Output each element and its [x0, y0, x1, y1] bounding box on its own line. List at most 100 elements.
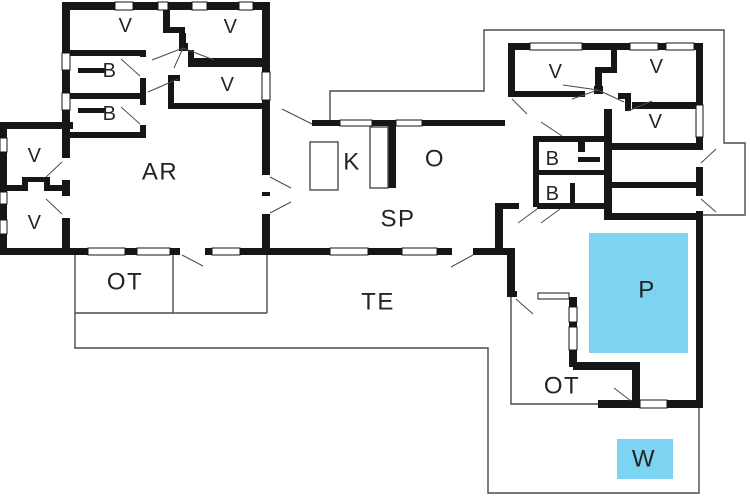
window [665, 42, 695, 51]
wall [611, 50, 617, 70]
wall [604, 109, 612, 220]
wall [44, 177, 50, 191]
terrace-ot-right-outline [510, 297, 598, 405]
wall [625, 99, 631, 111]
room-label-bedroom-e3: V [649, 111, 664, 133]
wall [595, 73, 602, 90]
wall [312, 120, 340, 126]
wall [22, 177, 28, 191]
door-swing [173, 47, 184, 69]
window [329, 247, 369, 256]
window [568, 306, 578, 323]
wall [388, 120, 396, 188]
bath-fixture [78, 108, 105, 113]
room-label-bath-4: B [546, 183, 561, 205]
door-swing [151, 47, 184, 61]
window [695, 104, 704, 138]
wall [179, 33, 186, 47]
wall [163, 2, 170, 33]
window [0, 137, 8, 153]
wall [578, 136, 585, 152]
water-areas [589, 233, 688, 479]
wall [270, 248, 330, 255]
window [395, 119, 423, 127]
wall [598, 400, 640, 408]
wall [573, 362, 640, 370]
door-opening [696, 196, 703, 211]
bath-fixture [570, 183, 575, 203]
room-label-whirlpool: W [632, 446, 656, 473]
terrace-outline [74, 29, 746, 494]
window [87, 247, 126, 256]
wall [26, 177, 46, 182]
room-label-bedroom-e2: V [650, 56, 665, 78]
door-swing [700, 198, 717, 213]
window [61, 52, 71, 71]
wall [0, 248, 70, 255]
room-label-kitchen: K [343, 149, 361, 176]
room-label-terrace-right: OT [544, 373, 580, 400]
wall [422, 120, 505, 126]
wall [632, 370, 640, 403]
room-label-terrace-main: TE [361, 289, 395, 316]
room-label-annex-room-2: V [28, 212, 43, 234]
wall [513, 91, 585, 97]
door-swing [45, 161, 63, 178]
wall [618, 93, 631, 99]
wall [533, 136, 578, 142]
wall [70, 93, 145, 99]
room-label-bedroom-e1: V [549, 61, 564, 83]
door-swing [627, 100, 653, 112]
wall [48, 185, 70, 191]
door-opening [140, 105, 146, 125]
window [629, 42, 659, 51]
door-swing [120, 58, 141, 77]
door-opening [62, 158, 70, 180]
door-swing [269, 176, 292, 189]
door-opening [180, 248, 205, 255]
room-label-annex-room-1: V [28, 145, 43, 167]
wall [495, 203, 503, 253]
wall [262, 2, 270, 255]
wall [179, 43, 188, 51]
wall [507, 291, 517, 297]
room-label-pool: P [638, 277, 656, 304]
bath-fixture [78, 68, 106, 73]
door-swing [597, 89, 625, 103]
door-opening [140, 57, 146, 78]
door-swing [517, 208, 538, 224]
door-opening [62, 196, 70, 218]
window [401, 247, 438, 256]
wall [368, 248, 402, 255]
window [238, 1, 254, 11]
window [0, 191, 8, 205]
door-swing [700, 148, 717, 164]
wall [582, 43, 630, 50]
terrace-te-outline [74, 255, 700, 494]
wall [508, 43, 530, 50]
door-swing [540, 208, 561, 224]
wall [507, 248, 515, 297]
door-opening [262, 196, 270, 214]
room-label-family-room: SP [380, 206, 415, 233]
kitchen-counters [309, 126, 389, 191]
window [339, 119, 373, 127]
windows-layer [0, 1, 704, 409]
window [211, 247, 241, 256]
window [568, 326, 578, 351]
walls-layer [0, 2, 703, 408]
room-label-bath-3: B [546, 148, 561, 170]
kitchen-counter [369, 126, 389, 189]
whirlpool-water [617, 439, 673, 479]
door-swing [147, 78, 179, 93]
window [136, 247, 171, 256]
door-swing [120, 106, 141, 125]
wall [437, 248, 452, 255]
wall [585, 136, 610, 142]
wall [533, 170, 608, 175]
door-opening [696, 150, 703, 167]
room-label-living-room: AR [142, 159, 178, 186]
window [537, 292, 570, 300]
